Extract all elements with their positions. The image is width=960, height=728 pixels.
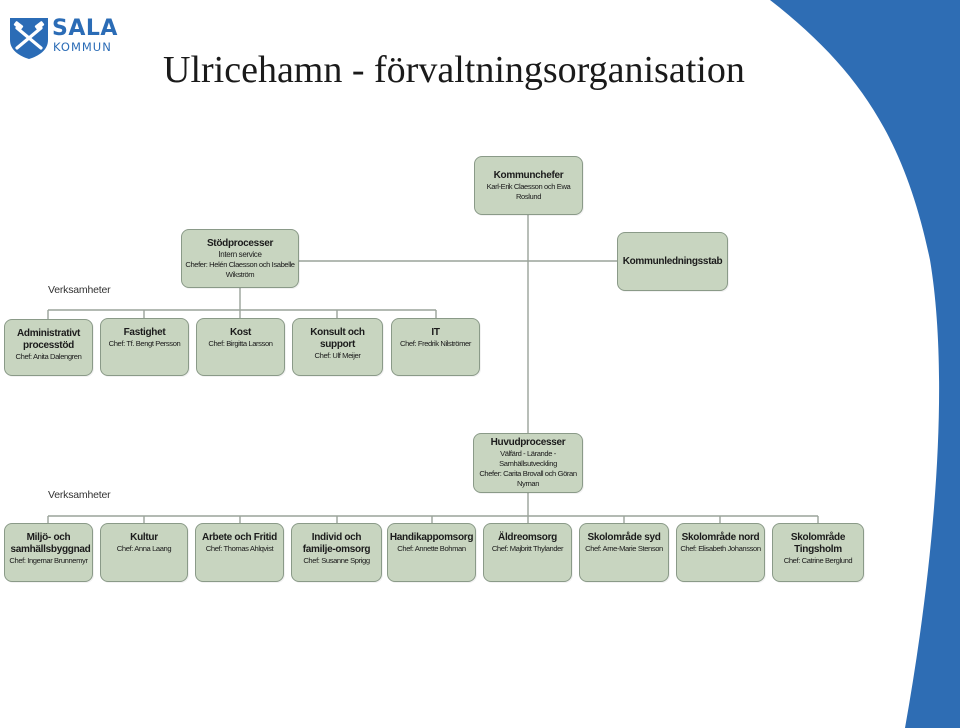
- box-title: Administrativt processtöd: [16, 328, 81, 351]
- box-handikappomsorg: Handikappomsorg Chef: Annette Bohman: [387, 523, 476, 582]
- box-chef: Chefer: Helén Claesson och Isabelle Wiks…: [185, 259, 295, 279]
- box-title: Stödprocesser: [206, 237, 274, 249]
- box-title: Skolområde nord: [681, 532, 760, 543]
- label-verksamheter-main: Verksamheter: [48, 489, 111, 501]
- label-verksamheter-support: Verksamheter: [48, 284, 111, 296]
- box-chef: Chef: Susanne Sprigg: [303, 556, 370, 565]
- box-aldreomsorg: Äldreomsorg Chef: Majbritt Thylander: [483, 523, 572, 582]
- box-title: Miljö- och samhällsbyggnad: [10, 532, 91, 555]
- page-title: Ulricehamn - förvaltningsorganisation: [163, 49, 745, 91]
- box-title: Kommunchefer: [493, 169, 564, 181]
- box-subtitle: Välfärd - Lärande - Samhällsutveckling: [499, 449, 557, 468]
- box-chef: Karl-Erik Claesson och Ewa Roslund: [486, 181, 571, 201]
- box-chef: Chef: Elisabeth Johansson: [680, 544, 761, 553]
- box-chef: Chef: Fredrik Nilströmer: [400, 339, 471, 348]
- box-title: Arbete och Fritid: [202, 532, 277, 543]
- box-chef: Chef: Majbritt Thylander: [491, 544, 564, 553]
- box-chef: Chef: Ingemar Brunnemyr: [9, 556, 88, 565]
- box-title: Skolområde syd: [587, 532, 661, 543]
- box-chef: Chefer: Carita Brovall och Göran Nyman: [479, 469, 577, 488]
- box-title: Äldreomsorg: [498, 532, 557, 543]
- box-individ-och-familjeomsorg: Individ och familje-omsorg Chef: Susanne…: [291, 523, 382, 582]
- box-chef: Chef: Annette Bohman: [397, 544, 466, 553]
- box-skolomrade-nord: Skolområde nord Chef: Elisabeth Johansso…: [676, 523, 765, 582]
- box-title: Kost: [229, 327, 252, 338]
- box-subtitle: Intern service: [218, 249, 262, 259]
- box-chef: Chef: Thomas Ahlqvist: [205, 544, 274, 553]
- box-kost: Kost Chef: Birgitta Larsson: [196, 318, 285, 376]
- box-kultur: Kultur Chef: Anna Laang: [100, 523, 188, 582]
- box-miljo-och-samhallsbyggnad: Miljö- och samhällsbyggnad Chef: Ingemar…: [4, 523, 93, 582]
- box-title: Konsult och support: [310, 327, 365, 350]
- box-administrativt-processtod: Administrativt processtöd Chef: Anita Da…: [4, 319, 93, 376]
- box-title: Kommunledningsstab: [622, 255, 723, 267]
- logo-text-sala: SALA: [52, 16, 118, 41]
- box-skolomrade-tingsholm: Skolområde Tingsholm Chef: Catrine Bergl…: [772, 523, 864, 582]
- logo-text-kommun: KOMMUN: [53, 40, 112, 54]
- box-fastighet: Fastighet Chef: Tf. Bengt Persson: [100, 318, 189, 376]
- box-title: Handikappomsorg: [389, 532, 474, 543]
- box-chef: Chef: Tf. Bengt Persson: [108, 339, 181, 348]
- box-skolomrade-syd: Skolområde syd Chef: Arne-Marie Stenson: [579, 523, 669, 582]
- box-kommunchefer: Kommunchefer Karl-Erik Claesson och Ewa …: [474, 156, 583, 215]
- sala-kommun-logo: [10, 18, 48, 59]
- box-title: Fastighet: [123, 327, 166, 338]
- box-it: IT Chef: Fredrik Nilströmer: [391, 318, 480, 376]
- box-chef: Chef: Anita Dalengren: [15, 352, 82, 361]
- box-title: Kultur: [130, 532, 158, 543]
- box-stodprocesser: Stödprocesser Intern service Chefer: Hel…: [181, 229, 299, 288]
- box-konsult-och-support: Konsult och support Chef: Ulf Meijer: [292, 318, 383, 376]
- box-huvudprocesser: Huvudprocesser Välfärd - Lärande - Samhä…: [473, 433, 583, 493]
- box-chef: Chef: Birgitta Larsson: [208, 339, 273, 348]
- box-chef: Chef: Arne-Marie Stenson: [585, 544, 663, 553]
- box-arbete-och-fritid: Arbete och Fritid Chef: Thomas Ahlqvist: [195, 523, 284, 582]
- box-chef: Chef: Ulf Meijer: [314, 351, 361, 360]
- box-title: Skolområde Tingsholm: [790, 532, 846, 555]
- box-title: Huvudprocesser: [490, 437, 566, 448]
- box-kommunledningsstab: Kommunledningsstab: [617, 232, 728, 291]
- box-title: IT: [431, 327, 440, 338]
- box-chef: Chef: Anna Laang: [116, 544, 172, 553]
- box-title: Individ och familje-omsorg: [302, 532, 371, 555]
- box-chef: Chef: Catrine Berglund: [783, 556, 853, 565]
